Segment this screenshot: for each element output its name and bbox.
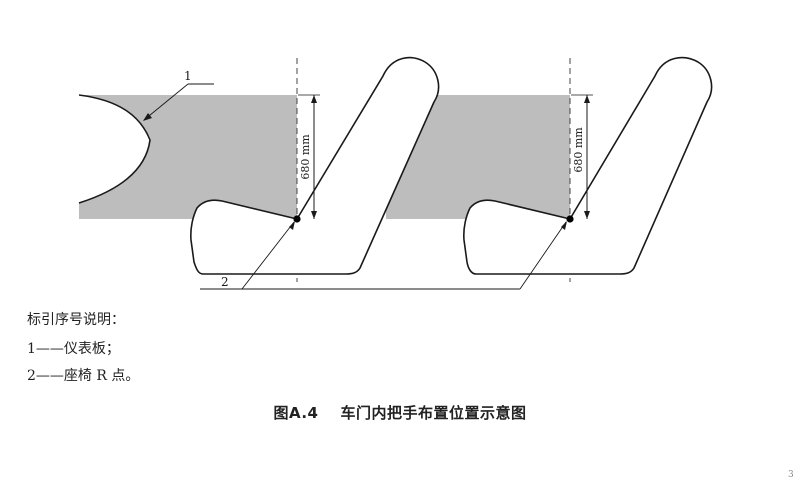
dimension-label-rear: 680 mm xyxy=(572,127,585,173)
legend-item-seat-r-point: 2——座椅 R 点。 xyxy=(27,368,140,384)
dimension-label-front: 680 mm xyxy=(299,134,312,180)
figure-number: 图A.4 xyxy=(273,404,319,422)
dashboard-outline xyxy=(78,94,151,204)
callout-2-label: 2 xyxy=(221,275,229,289)
callout-2-leader xyxy=(200,221,567,290)
figure-caption: 图A.4 车门内把手布置位置示意图 xyxy=(0,402,800,423)
legend-item-dashboard: 1——仪表板； xyxy=(27,341,120,357)
dimension-rear xyxy=(571,94,593,219)
seat-r-point-front xyxy=(293,215,301,223)
figure-title: 车门内把手布置位置示意图 xyxy=(340,404,527,422)
callout-1-label: 1 xyxy=(184,69,192,83)
seat-front xyxy=(190,56,440,275)
dimension-front xyxy=(298,94,320,219)
legend-title: 标引序号说明： xyxy=(27,312,125,328)
seat-rear xyxy=(463,56,713,275)
callout-1-leader xyxy=(143,83,214,121)
page-number: 3 xyxy=(788,470,794,480)
door-handle-layout-diagram: 680 mm 680 mm 1 2 xyxy=(78,56,713,290)
seat-r-point-rear xyxy=(566,215,574,223)
